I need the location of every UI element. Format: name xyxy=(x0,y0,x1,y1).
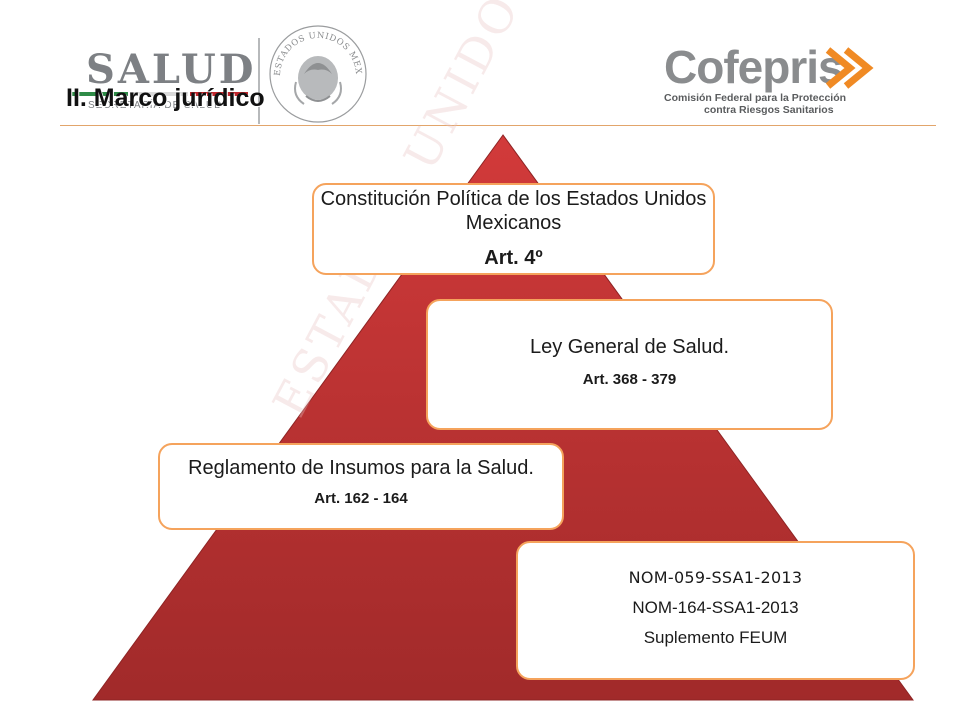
cofepris-logo-text: Cofepris xyxy=(664,41,844,93)
level-text: Reglamento de Insumos para la Salud. xyxy=(188,457,534,479)
mexico-seal-icon: ESTADOS UNIDOS MEXICANOS xyxy=(266,22,367,123)
level-text: Ley General de Salud. xyxy=(529,336,730,358)
level-box-reglamento: Reglamento de Insumos para la Salud. Art… xyxy=(158,443,564,530)
logo-stripe-green xyxy=(70,92,128,96)
level-text: Constitución Política de los Estados Uni… xyxy=(320,188,707,234)
cofepris-tagline-line1: Comisión Federal para la Protección xyxy=(664,92,847,104)
norma-line: NOM-059-SSA1-2013 xyxy=(628,568,803,587)
level-article: Art. 162 - 164 xyxy=(314,490,408,507)
salud-logo: SALUD SECRETARÍA DE SALUD xyxy=(64,44,264,116)
salud-logo-text: SALUD xyxy=(86,46,257,93)
level-box-ley-general: Ley General de Salud. Art. 368 - 379 xyxy=(426,299,833,430)
cofepris-tagline-line2: contra Riesgos Sanitarios xyxy=(704,104,834,116)
cofepris-arrows-icon xyxy=(825,47,874,89)
logo-divider xyxy=(258,38,260,124)
cofepris-logo: Cofepris Comisión Federal para la Protec… xyxy=(656,40,896,120)
level-box-normas: NOM-059-SSA1-2013 NOM-164-SSA1-2013 Supl… xyxy=(516,541,915,680)
salud-logo-subtext: SECRETARÍA DE SALUD xyxy=(88,100,223,111)
logo-stripe-red xyxy=(190,92,248,96)
level-article: Art. 368 - 379 xyxy=(582,371,677,388)
level-box-constitucion: Constitución Política de los Estados Uni… xyxy=(312,183,715,275)
norma-line: NOM-164-SSA1-2013 xyxy=(632,598,799,617)
logo-stripe-white xyxy=(130,92,188,96)
level-article: Art. 4º xyxy=(484,247,543,269)
norma-line: Suplemento FEUM xyxy=(643,628,788,647)
header-rule xyxy=(60,125,936,126)
page-title: II. Marco jurídico xyxy=(66,84,265,112)
